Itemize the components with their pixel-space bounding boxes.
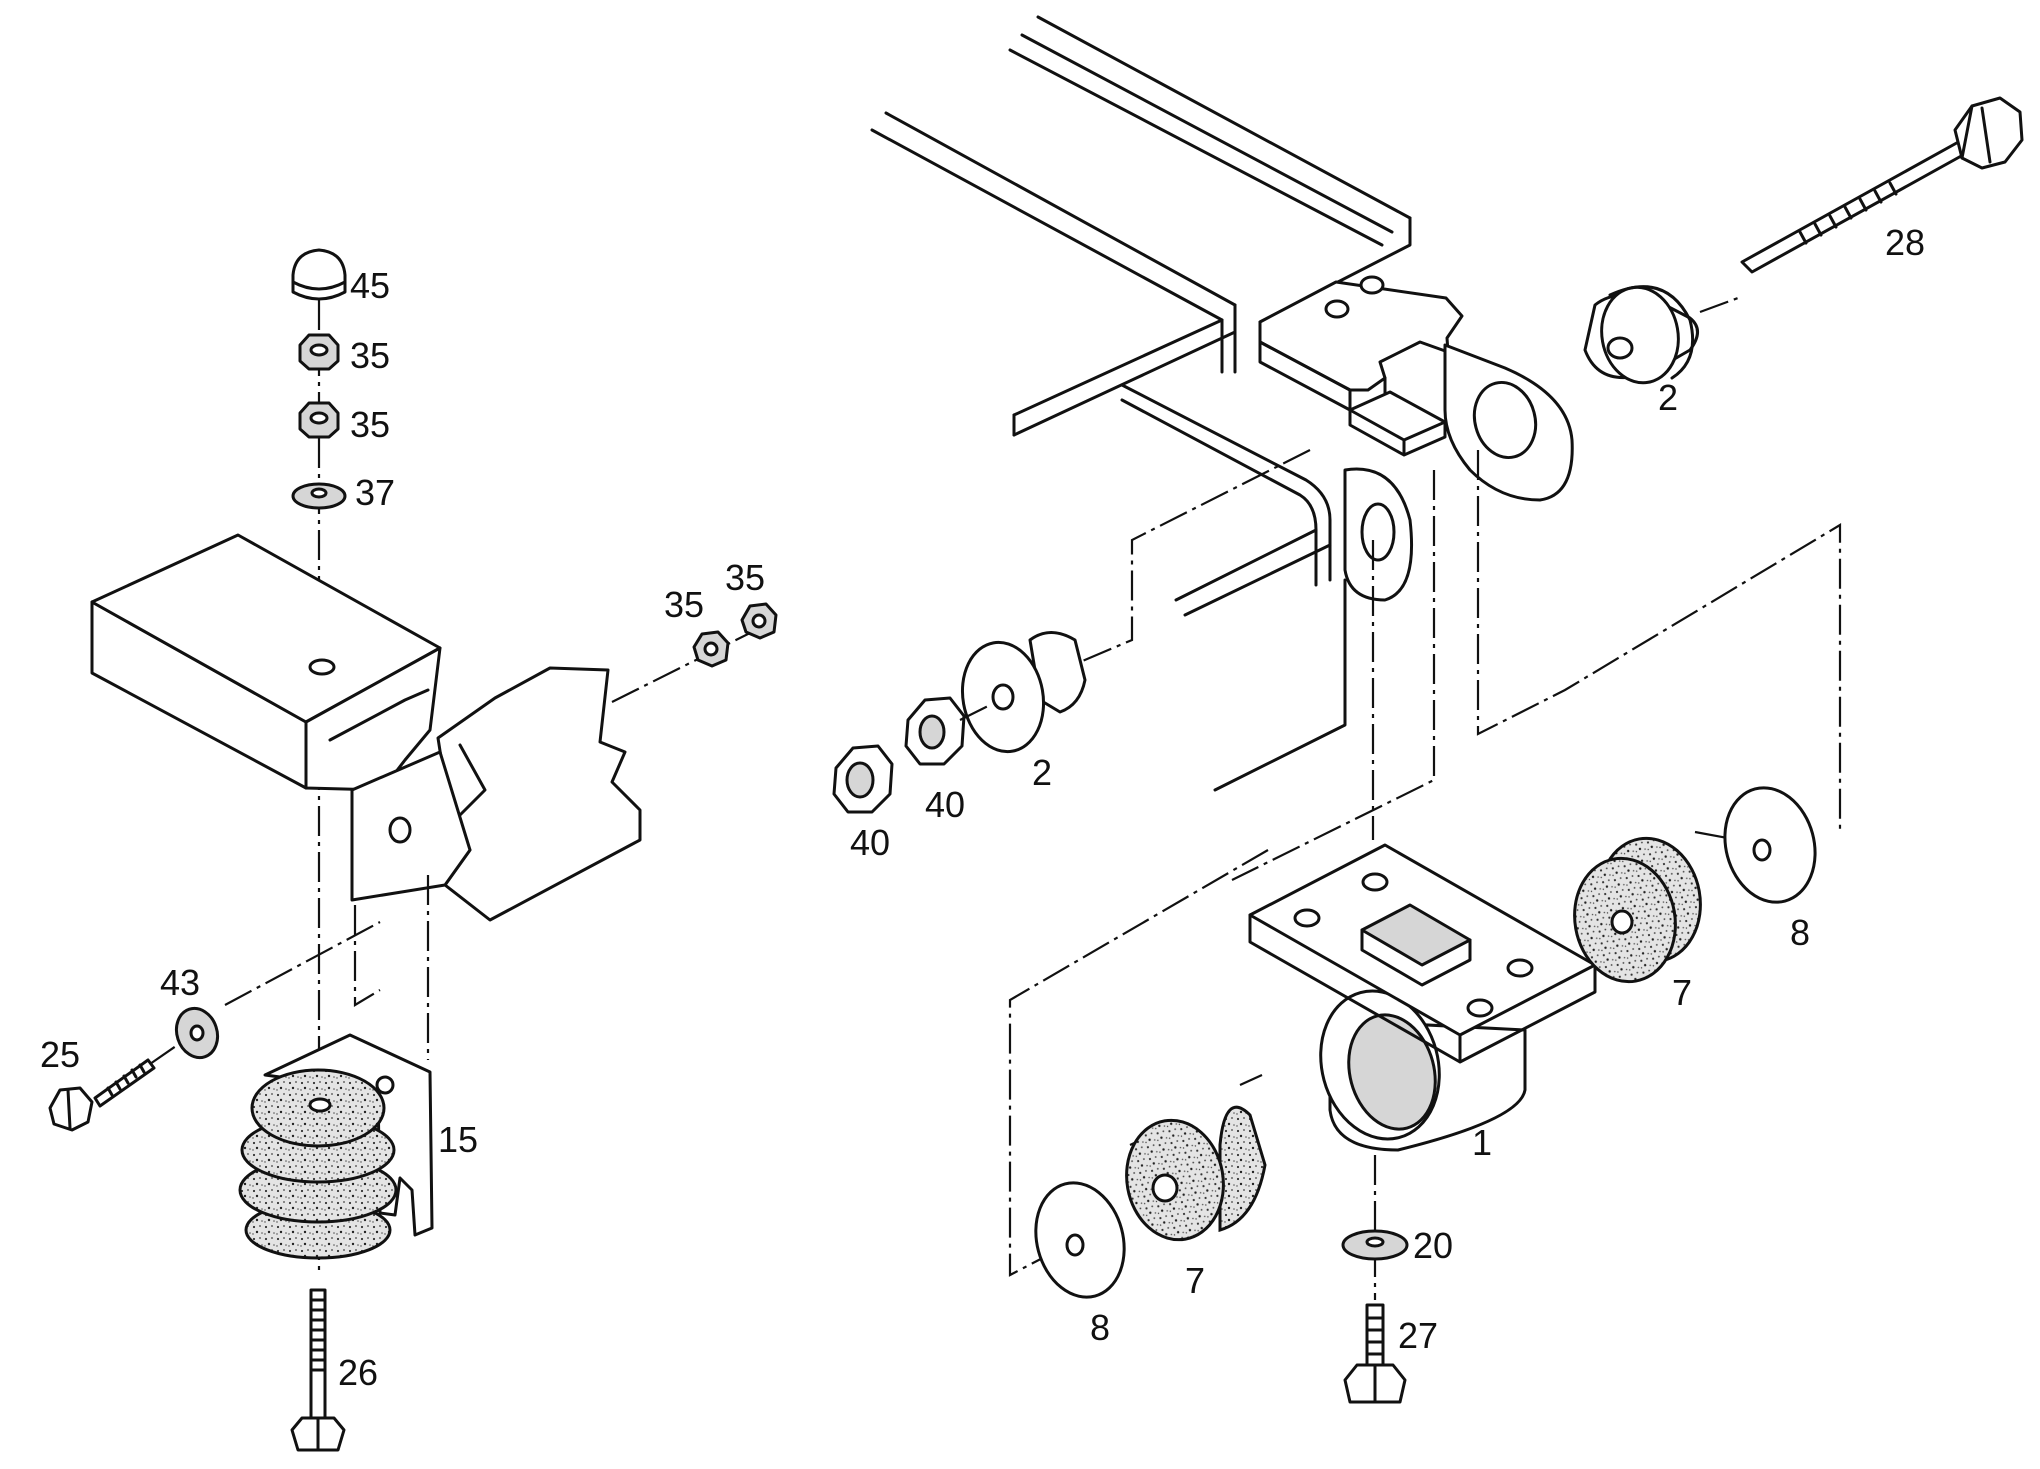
- mounting-bracket-part: [1248, 843, 1597, 1152]
- label-flat-washer-right: 8: [1790, 912, 1810, 953]
- rubber-bushing-right-part: [1573, 836, 1702, 984]
- flat-washer-part: [291, 482, 347, 510]
- hex-nut-mid-a-part: [904, 696, 966, 766]
- cap-nut-part: [291, 248, 347, 301]
- label-hex-nut-upper: 35: [350, 335, 390, 376]
- label-flat-washer: 37: [355, 472, 395, 513]
- right-assembly: [832, 15, 2024, 1404]
- label-side-washer: 43: [160, 962, 200, 1003]
- label-hex-nut-lower: 35: [350, 404, 390, 445]
- side-nut-a-part: [692, 630, 730, 668]
- rubber-mount-part: [238, 1033, 434, 1260]
- label-rubber-bushing-left: 7: [1185, 1260, 1205, 1301]
- label-flat-washer-left: 8: [1090, 1307, 1110, 1348]
- hex-nut-upper-part: [298, 333, 340, 371]
- side-nut-b-part: [740, 602, 778, 640]
- left-assembly: [48, 248, 778, 1452]
- label-hex-nut-mid-b: 40: [850, 822, 890, 863]
- label-mounting-bracket: 1: [1472, 1122, 1492, 1163]
- label-bushing-middle: 2: [1032, 752, 1052, 793]
- spacer-plate-part: [1348, 390, 1447, 457]
- label-bracket: 15: [438, 1119, 478, 1160]
- label-rubber-bushing-right: 7: [1672, 972, 1692, 1013]
- label-side-nut-a: 35: [664, 584, 704, 625]
- bracket-plate-part: [350, 666, 642, 922]
- label-cap-nut: 45: [350, 265, 390, 306]
- rubber-bushing-left-part: [1125, 1105, 1267, 1242]
- label-flat-washer-bottom: 20: [1413, 1225, 1453, 1266]
- label-side-bolt: 25: [40, 1034, 80, 1075]
- part-labels: 45 35 35 37 35 35 43 25 15 26 28 2 2 40 …: [40, 222, 1925, 1393]
- label-bushing-upper: 2: [1658, 377, 1678, 418]
- label-long-bolt-upper: 28: [1885, 222, 1925, 263]
- short-bolt-part: [1343, 1303, 1407, 1404]
- hex-nut-mid-b-part: [832, 744, 894, 814]
- side-washer-part: [174, 1006, 220, 1060]
- eyelet-lug-part: [1343, 343, 1574, 602]
- flat-washer-right-part: [1723, 786, 1817, 904]
- label-side-nut-b: 35: [725, 557, 765, 598]
- hinge-block-part: [1258, 275, 1464, 414]
- bushing-middle-part: [960, 631, 1087, 754]
- hex-nut-lower-part: [298, 401, 340, 439]
- side-bolt-part: [48, 1058, 156, 1132]
- label-long-bolt: 26: [338, 1352, 378, 1393]
- long-bolt-part: [290, 1288, 346, 1452]
- label-short-bolt: 27: [1398, 1315, 1438, 1356]
- square-tube-part: [90, 533, 442, 792]
- label-hex-nut-mid-a: 40: [925, 784, 965, 825]
- flat-washer-bottom-part: [1341, 1229, 1409, 1261]
- flat-washer-left-part: [1034, 1181, 1126, 1299]
- frame-rails-part: [870, 15, 1412, 792]
- long-bolt-upper-part: [1740, 96, 2024, 274]
- bushing-upper-part: [1583, 285, 1699, 385]
